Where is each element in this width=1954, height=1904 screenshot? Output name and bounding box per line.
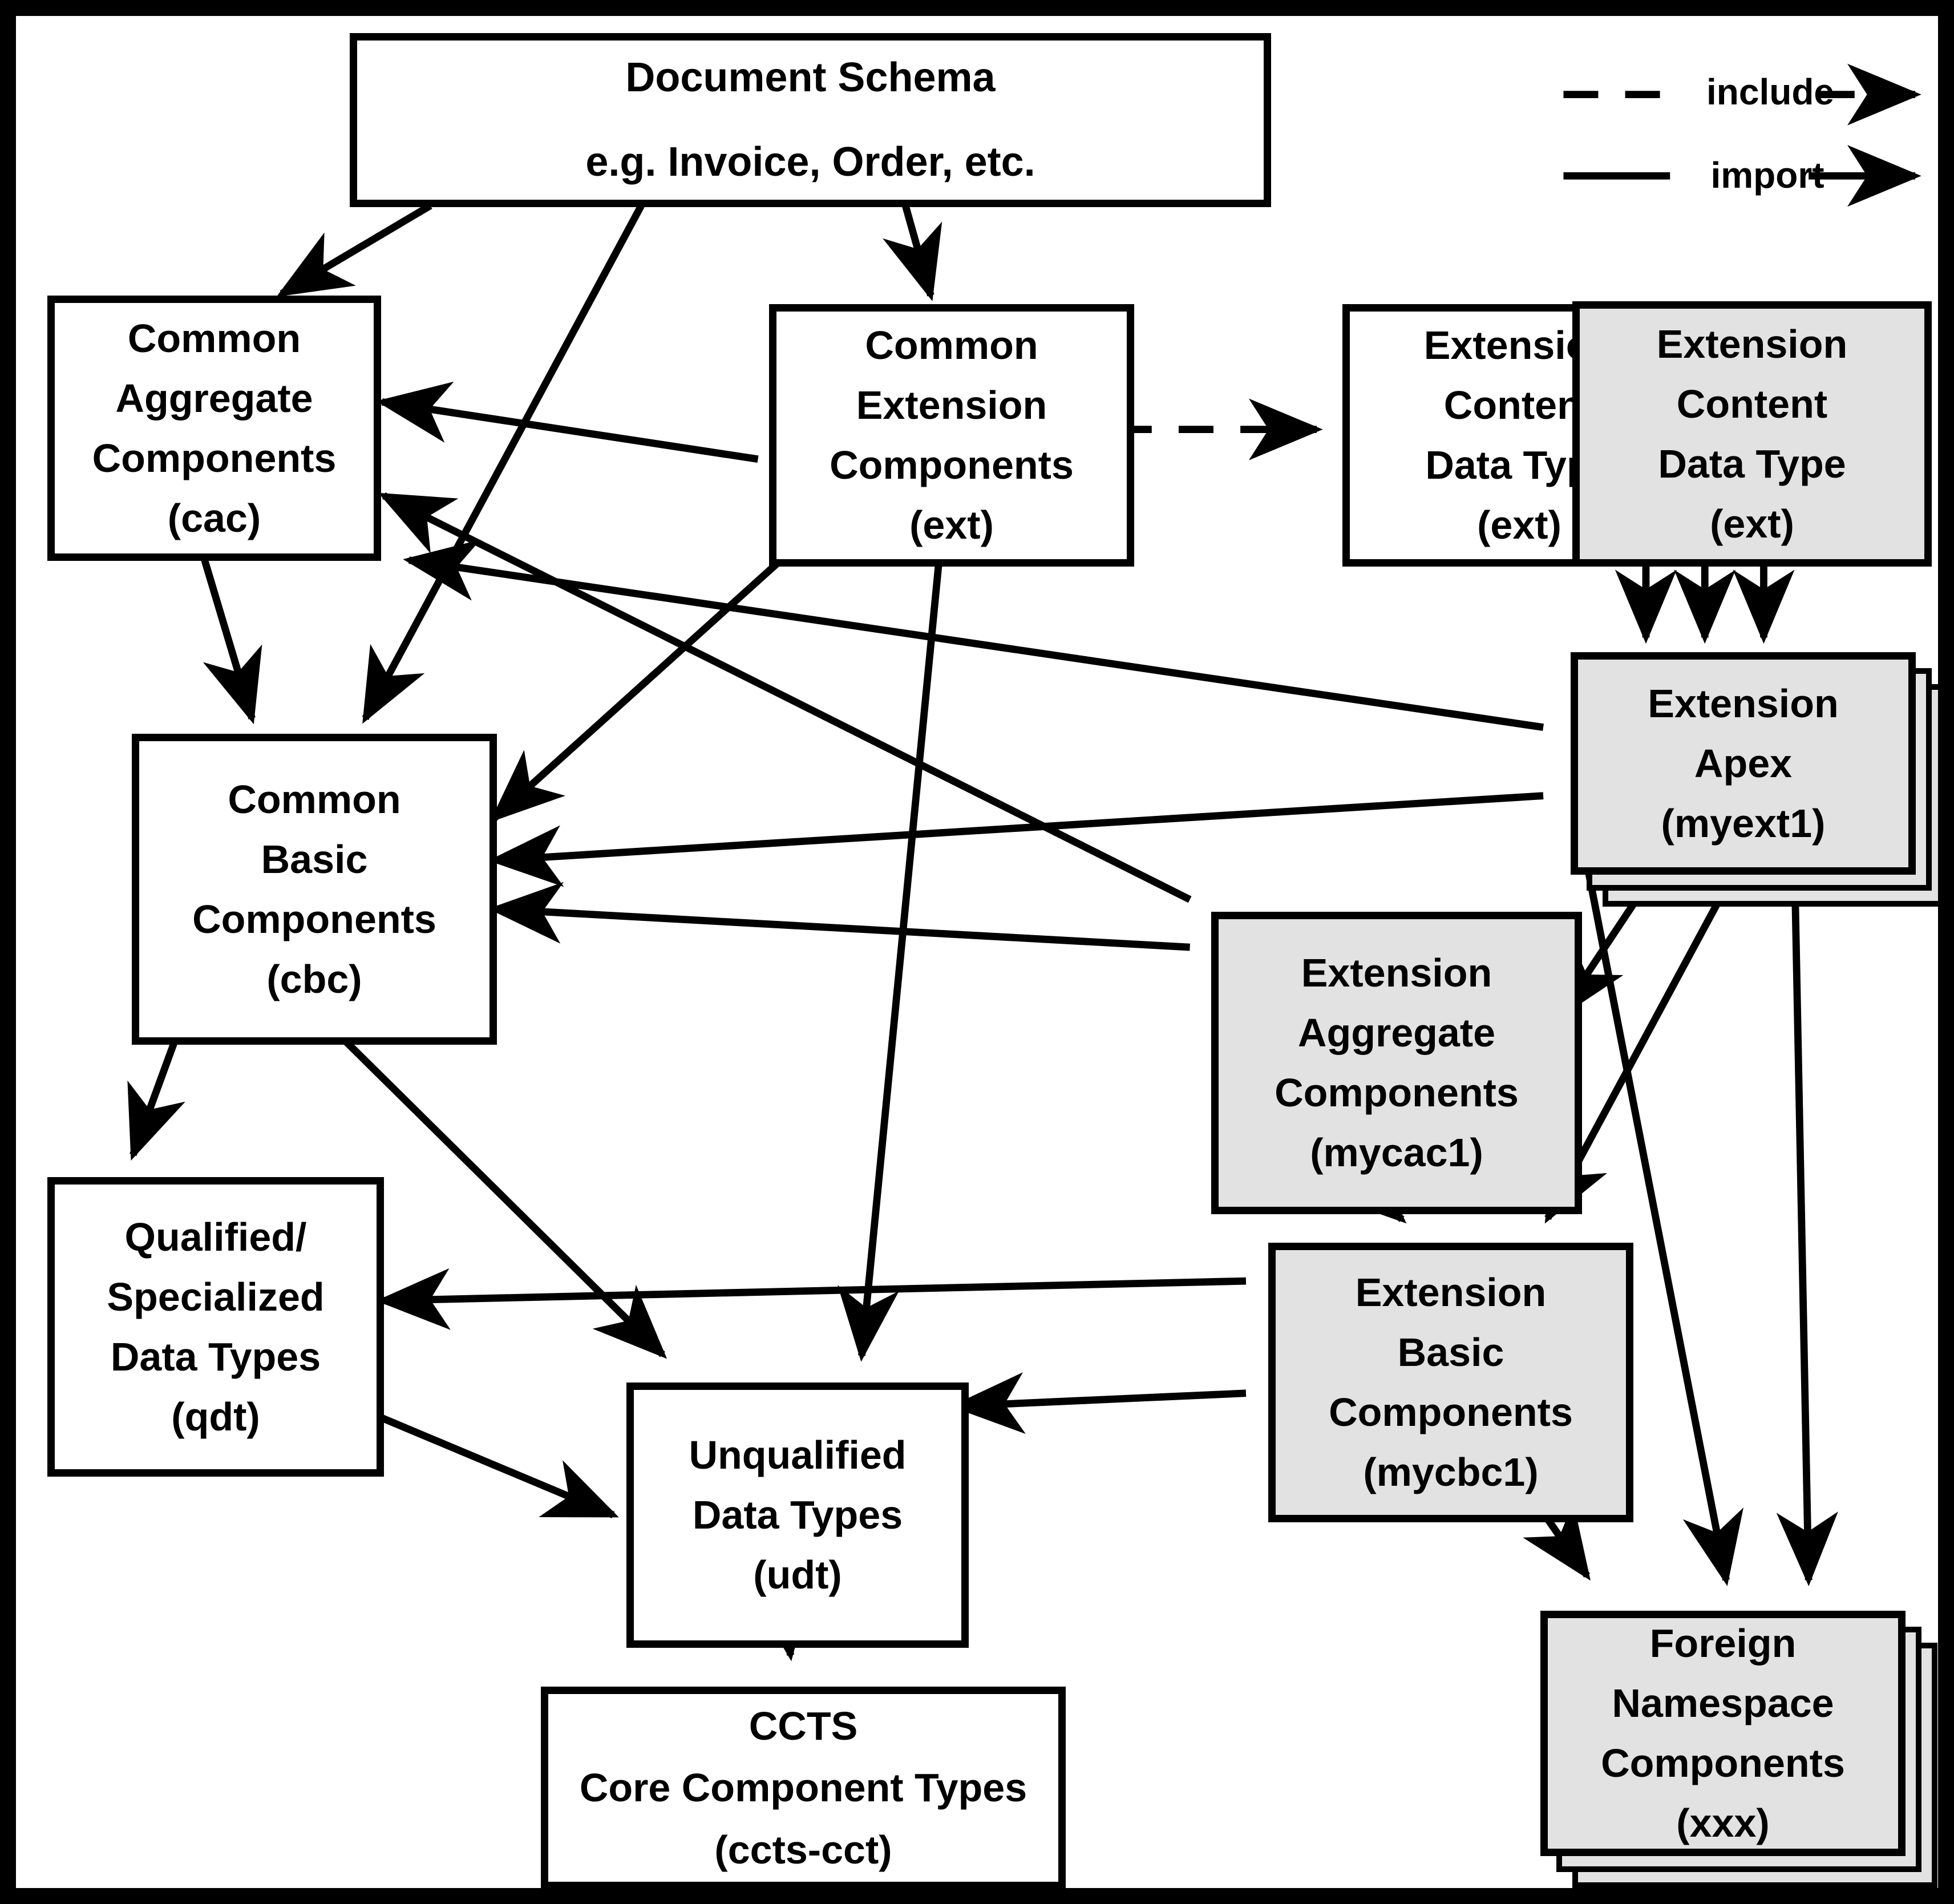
box-cbc-line-3: (cbc) <box>266 956 362 1001</box>
box-mycbc1-line-2: Components <box>1329 1390 1573 1434</box>
box-mycbc1-line-1: Basic <box>1397 1330 1504 1375</box>
box-cbc-line-2: Components <box>192 896 436 941</box>
legend-include-label: include <box>1706 71 1835 112</box>
box-ecdt-gray-line-3: (ext) <box>1710 501 1794 546</box>
box-ext-line-3: (ext) <box>909 503 994 547</box>
arrow-cac-to-cbc <box>199 552 262 725</box>
box-ccts-line-0: CCTS <box>749 1703 858 1748</box>
arrow-cbc-to-qdt <box>127 1028 185 1161</box>
legend-import-label: import <box>1710 155 1824 196</box>
box-udt-line-2: (udt) <box>753 1553 842 1597</box>
arrow-apex-to-xxx-1 <box>1583 863 1743 1586</box>
arrow-apex-to-xxx-2 <box>1776 864 1838 1587</box>
box-mycbc1-line-3: (mycbc1) <box>1363 1450 1539 1494</box>
box-qdt-line-2: Data Types <box>110 1334 321 1379</box>
arrow-qdt-to-udt <box>379 1414 619 1519</box>
box-ext-line-1: Extension <box>856 383 1047 427</box>
box-ccts-line-2: (ccts-cct) <box>714 1827 892 1872</box>
arrow-ext-to-udt <box>838 559 943 1362</box>
arrow-ext-to-cbc <box>489 556 785 823</box>
box-cbc-line-0: Common <box>228 777 401 822</box>
box-ext-line-0: Common <box>865 323 1038 367</box>
arrow-cbc-to-udt <box>330 1026 667 1359</box>
box-ccts-line-1: Core Component Types <box>579 1765 1027 1810</box>
box-qdt-line-3: (qdt) <box>171 1394 260 1439</box>
arrow-apex-to-cac <box>403 539 1544 731</box>
box-mycac1-line-1: Aggregate <box>1297 1010 1496 1055</box>
box-xxx-line-1: Namespace <box>1612 1681 1834 1725</box>
arrow-doc-schema-to-ext <box>883 204 942 302</box>
box-xxx-line-3: (xxx) <box>1676 1801 1770 1845</box>
box-xxx-line-0: Foreign <box>1649 1621 1797 1666</box>
arrow-doc-schema-to-cac <box>276 202 432 297</box>
box-mycac1-line-0: Extension <box>1301 951 1492 995</box>
box-mycac1-line-3: (mycac1) <box>1310 1130 1483 1175</box>
box-ecdt-white-line-1: Content <box>1443 383 1595 427</box>
box-ecdt-gray-line-0: Extension <box>1656 321 1848 366</box>
arrow-mycac1-to-cac <box>378 492 1192 903</box>
box-doc-schema: Document Schema e.g. Invoice, Order, etc. <box>350 33 1271 207</box>
box-qdt-line-0: Qualified/ <box>124 1214 307 1259</box>
arrow-ext-to-cac <box>376 381 759 463</box>
box-mycbc1-line-0: Extension <box>1355 1270 1547 1315</box>
arrow-layer <box>127 63 1921 1662</box>
box-cac-line-0: Common <box>127 316 301 361</box>
arrow-doc-schema-to-cbc <box>362 204 645 724</box>
box-cac-line-2: Components <box>92 435 337 480</box>
box-cbc-line-1: Basic <box>261 836 368 882</box>
box-xxx-line-2: Components <box>1601 1741 1845 1785</box>
box-udt-line-0: Unqualified <box>689 1433 907 1477</box>
arrow-apex-to-cbc <box>488 792 1544 887</box>
box-doc-schema-line-1: e.g. Invoice, Order, etc. <box>585 139 1035 185</box>
box-qdt-line-1: Specialized <box>107 1274 325 1319</box>
box-cac-line-3: (cac) <box>167 495 261 540</box>
box-ecdt-white-line-3: (ext) <box>1477 503 1561 547</box>
box-udt-line-1: Data Types <box>692 1493 903 1537</box>
box-cac-line-1: Aggregate <box>115 375 313 421</box>
box-apex-line-2: (myext1) <box>1661 801 1826 846</box>
box-ecdt-gray-line-1: Content <box>1676 381 1828 426</box>
box-mycac1-line-2: Components <box>1275 1070 1519 1115</box>
box-apex-line-0: Extension <box>1648 681 1839 726</box>
arrow-mycbc1-to-qdt <box>375 1268 1247 1330</box>
box-ext-line-2: Components <box>830 443 1074 487</box>
arrow-mycbc1-to-udt <box>950 1372 1247 1434</box>
box-apex-line-1: Apex <box>1694 741 1793 786</box>
box-ecdt-gray-line-2: Data Type <box>1658 441 1846 486</box>
box-ccts: CCTS Core Component Types (ccts-cct) <box>541 1687 1066 1888</box>
arrow-mycac1-to-cbc <box>488 882 1190 951</box>
box-doc-schema-line-0: Document Schema <box>625 54 996 100</box>
